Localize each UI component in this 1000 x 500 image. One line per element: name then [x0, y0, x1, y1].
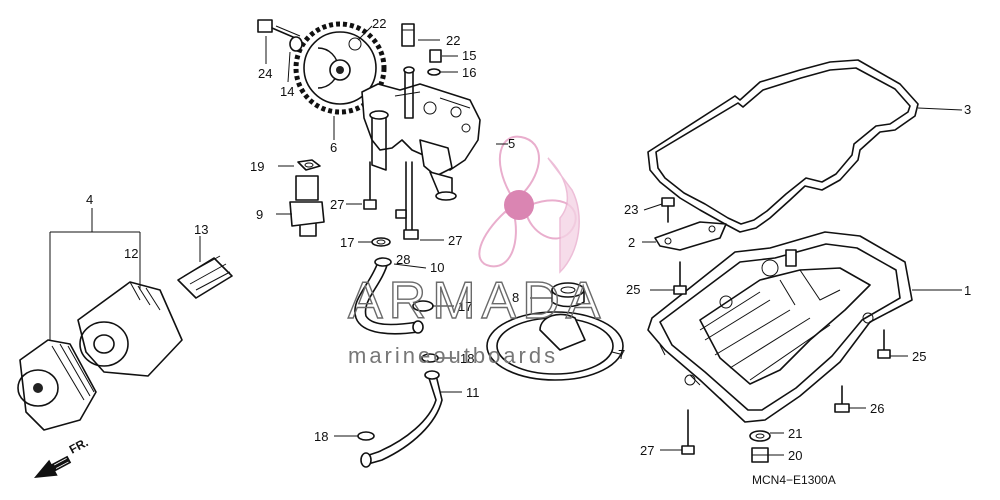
o-ring-17-top	[371, 237, 391, 247]
callout-17-mid: 17	[458, 299, 472, 314]
bolt-27-right	[395, 161, 419, 240]
callout-12: 12	[124, 246, 138, 261]
callout-28: 28	[396, 252, 410, 267]
callout-4: 4	[86, 192, 93, 207]
washer-14	[289, 36, 303, 52]
callout-23: 23	[624, 202, 638, 217]
dowel-22	[401, 23, 415, 47]
callout-3: 3	[964, 102, 971, 117]
dowel-15	[429, 49, 442, 63]
callout-15: 15	[462, 48, 476, 63]
oil-pipe-11	[360, 370, 443, 468]
callout-13: 13	[194, 222, 208, 237]
callout-14: 14	[280, 84, 294, 99]
callout-19: 19	[250, 159, 264, 174]
leader-lines	[199, 25, 963, 456]
direction-label: FR.	[67, 435, 91, 456]
watermark-brand: ARMADA	[348, 272, 606, 330]
callout-labels: 24 14 22 22 15 16 6 5 19 9 27 17 27 28 1…	[86, 16, 971, 463]
o-ring-16	[427, 68, 441, 76]
bolt-26	[834, 385, 850, 413]
callout-20: 20	[788, 448, 802, 463]
drain-bolt-20	[751, 447, 769, 463]
callout-18-upper: 18	[460, 351, 474, 366]
bolt-25-right	[877, 329, 891, 359]
watermark-tagline: marineoutboards	[348, 343, 558, 368]
callout-5: 5	[508, 136, 515, 151]
o-ring-19	[297, 159, 321, 171]
oil-pump-body	[361, 66, 481, 201]
callout-25-right: 25	[912, 349, 926, 364]
strainer-plate	[654, 221, 727, 251]
callout-21: 21	[788, 426, 802, 441]
strainer-seal-8	[551, 282, 585, 308]
callout-2: 2	[628, 235, 635, 250]
oil-pan	[647, 231, 913, 423]
part-code: MCN4−E1300A	[752, 473, 836, 487]
bolt-27-pan	[681, 409, 695, 455]
callout-27-pan: 27	[640, 443, 654, 458]
washer-21	[749, 430, 771, 442]
oil-filter-12	[77, 281, 183, 377]
front-direction-arrow-icon	[34, 455, 72, 478]
callout-11: 11	[466, 385, 480, 400]
callout-10: 10	[430, 260, 444, 275]
callout-9: 9	[256, 207, 263, 222]
callout-22-left: 22	[372, 16, 386, 31]
callout-26: 26	[870, 401, 884, 416]
bolt-23	[661, 197, 675, 223]
callout-22-right: 22	[446, 33, 460, 48]
watermark-propeller-icon	[478, 135, 580, 274]
callout-16: 16	[462, 65, 476, 80]
callout-18-lower: 18	[314, 429, 328, 444]
callout-17-top: 17	[340, 235, 354, 250]
callout-8: 8	[512, 290, 519, 305]
oil-pipe-10	[354, 257, 424, 335]
callout-27-right: 27	[448, 233, 462, 248]
o-ring-18-lower	[357, 431, 375, 441]
callout-7: 7	[618, 347, 625, 362]
oil-pump-sprocket	[293, 21, 387, 115]
callout-27-left: 27	[330, 197, 344, 212]
callout-1: 1	[964, 283, 971, 298]
oil-strainer	[486, 311, 624, 381]
bolt-25-left	[673, 261, 687, 295]
bolt-27-left	[363, 161, 377, 210]
oil-pan-gasket	[647, 59, 919, 233]
oil-pressure-switch	[289, 175, 325, 237]
oil-pipe-13	[177, 255, 233, 299]
callout-25-left: 25	[626, 282, 640, 297]
callout-24: 24	[258, 66, 272, 81]
oil-filter-housing	[17, 339, 97, 431]
callout-6: 6	[330, 140, 337, 155]
